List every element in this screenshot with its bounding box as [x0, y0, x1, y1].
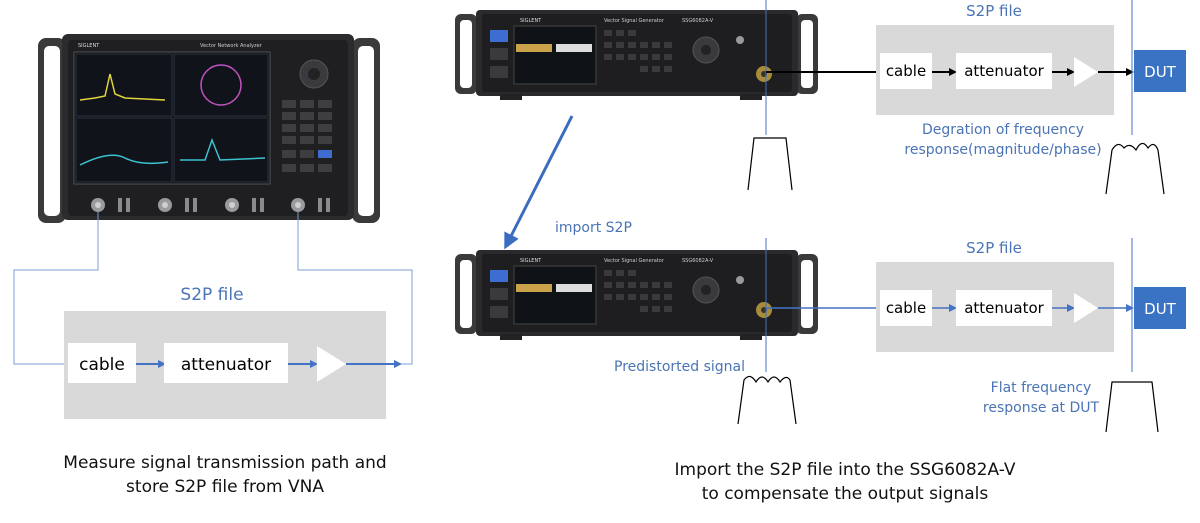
right-caption-line2: to compensate the output signals [701, 484, 989, 504]
top-cable-label: cable [886, 62, 926, 80]
bottom-dut-box [1134, 287, 1186, 329]
top-cable-box [880, 53, 932, 89]
predistorted-label: Predistorted signal [614, 359, 745, 375]
sg-bottom-model: SSG6082A-V [682, 258, 714, 264]
bottom-attenuator-label: attenuator [964, 299, 1044, 317]
left-cable-label: cable [79, 355, 125, 375]
sg-top-title: Vector Signal Generator [604, 18, 665, 24]
bottom-dut-label: DUT [1144, 300, 1177, 318]
top-attenuator-label: attenuator [964, 62, 1044, 80]
sg-top-brand: SIGLENT [520, 18, 542, 24]
left-attenuator-box [164, 343, 288, 383]
predistorted-signal-icon [737, 375, 797, 425]
import-label: import S2P [555, 220, 632, 236]
top-input-pulse-icon [747, 137, 793, 191]
sg-bottom-title: Vector Signal Generator [604, 258, 665, 264]
right-caption: Import the S2P file into the SSG6082A-V … [620, 458, 1070, 506]
bottom-cable-label: cable [886, 299, 926, 317]
top-s2p-label: S2P file [966, 2, 1022, 20]
top-dut-box [1134, 50, 1186, 92]
bottom-s2p-label: S2P file [966, 239, 1022, 257]
left-cable-box [68, 343, 136, 383]
bottom-attenuator-box [956, 290, 1052, 326]
left-caption-line1: Measure signal transmission path and [63, 453, 387, 473]
bottom-cable-box [880, 290, 932, 326]
vna-instrument: SIGLENT Vector Network Analyzer [38, 34, 380, 223]
sg-top-model: SSG6082A-V [682, 18, 714, 24]
left-s2p-label: S2P file [180, 285, 243, 305]
top-note-line1: Degration of frequency [922, 122, 1084, 138]
top-attenuator-box [956, 53, 1052, 89]
vna-title: Vector Network Analyzer [200, 43, 263, 49]
bottom-note-line1: Flat frequency [991, 380, 1092, 396]
left-caption: Measure signal transmission path and sto… [30, 451, 420, 499]
left-attenuator-label: attenuator [181, 355, 271, 375]
left-amplifier-icon [317, 346, 346, 382]
flat-response-icon [1105, 381, 1159, 433]
import-arrow [504, 115, 574, 250]
sg-bottom-brand: SIGLENT [520, 258, 542, 264]
signal-generator-top: SIGLENT Vector Signal Generator SSG6082A… [455, 10, 818, 100]
top-degraded-response-icon [1105, 142, 1165, 195]
left-caption-line2: store S2P file from VNA [126, 477, 324, 497]
top-dut-label: DUT [1144, 63, 1177, 81]
top-amplifier-icon [1074, 57, 1098, 87]
signal-generator-bottom: SIGLENT Vector Signal Generator SSG6082A… [455, 250, 818, 340]
bottom-note-line2: response at DUT [983, 400, 1100, 416]
vna-brand: SIGLENT [78, 43, 100, 49]
bottom-amplifier-icon [1074, 293, 1098, 323]
right-caption-line1: Import the S2P file into the SSG6082A-V [674, 460, 1016, 480]
top-note-line2: response(magnitude/phase) [904, 142, 1101, 158]
